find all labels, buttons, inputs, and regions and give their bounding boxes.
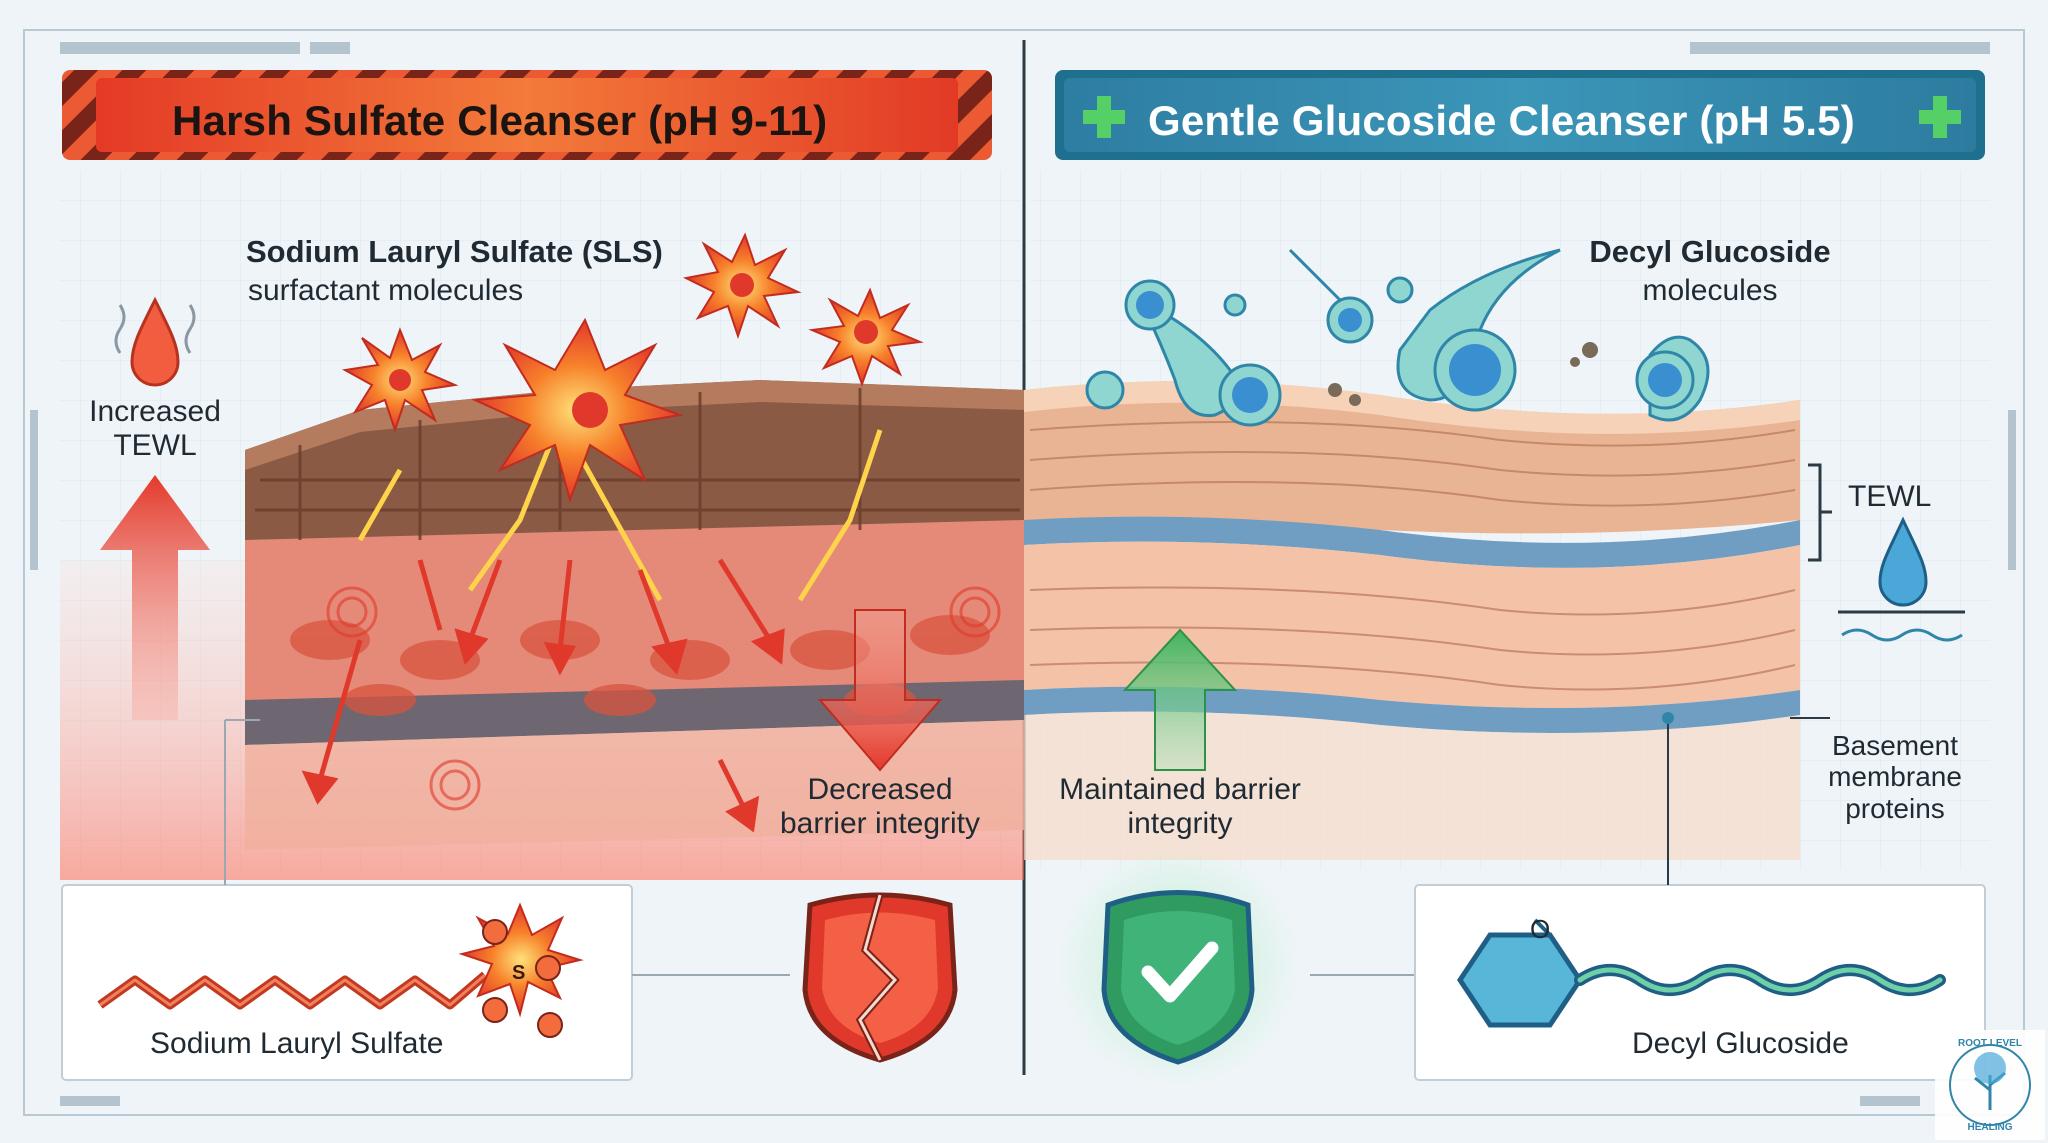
left-banner — [62, 70, 992, 160]
logo-text-top: ROOT LEVEL — [1958, 1038, 2022, 1049]
maintained-barrier-arrow — [1122, 628, 1238, 771]
increased-tewl-arrow — [100, 475, 210, 720]
broken-shield-icon — [802, 892, 958, 1063]
right-banner-title: Gentle Glucoside Cleanser (pH 5.5) — [1148, 97, 1855, 144]
brand-logo — [1935, 1030, 2045, 1140]
basement-membrane-label: Basement membrane proteins — [1828, 730, 1962, 824]
water-drop-icon — [114, 296, 196, 387]
glucoside-molecule-title: Decyl Glucoside — [1589, 234, 1831, 269]
tewl-bracket — [1808, 463, 1832, 562]
ring-oxygen-label: O — [1530, 914, 1551, 944]
decyl-structure-label: Decyl Glucoside — [1632, 1027, 1849, 1060]
right-banner — [1055, 70, 1985, 160]
plus-icon — [1083, 96, 1961, 138]
sls-structure-box — [61, 719, 790, 1081]
water-drop-icon-right — [1838, 516, 1965, 642]
sulfur-atom-label: S — [512, 962, 526, 984]
logo-text-bottom: HEALING — [1967, 1122, 2013, 1133]
check-shield-icon — [1058, 845, 1298, 1085]
sls-molecule-title: Sodium Lauryl Sulfate (SLS) — [246, 234, 663, 269]
maintained-barrier-label: Maintained barrier integrity — [1059, 773, 1301, 840]
healthy-skin-layers — [1024, 381, 1800, 860]
sls-molecule-subtitle: surfactant molecules — [248, 274, 524, 307]
glucoside-molecule-subtitle: molecules — [1642, 274, 1778, 307]
decreased-barrier-label: Decreased barrier integrity — [779, 773, 981, 840]
decreased-barrier-arrow — [817, 609, 943, 772]
decyl-structure-box — [1414, 712, 1986, 1081]
right-tewl-label: TEWL — [1848, 480, 1932, 513]
left-banner-title: Harsh Sulfate Cleanser (pH 9-11) — [172, 97, 828, 144]
sls-structure-label: Sodium Lauryl Sulfate — [150, 1027, 444, 1060]
increased-tewl-label: Increased TEWL — [89, 395, 221, 462]
